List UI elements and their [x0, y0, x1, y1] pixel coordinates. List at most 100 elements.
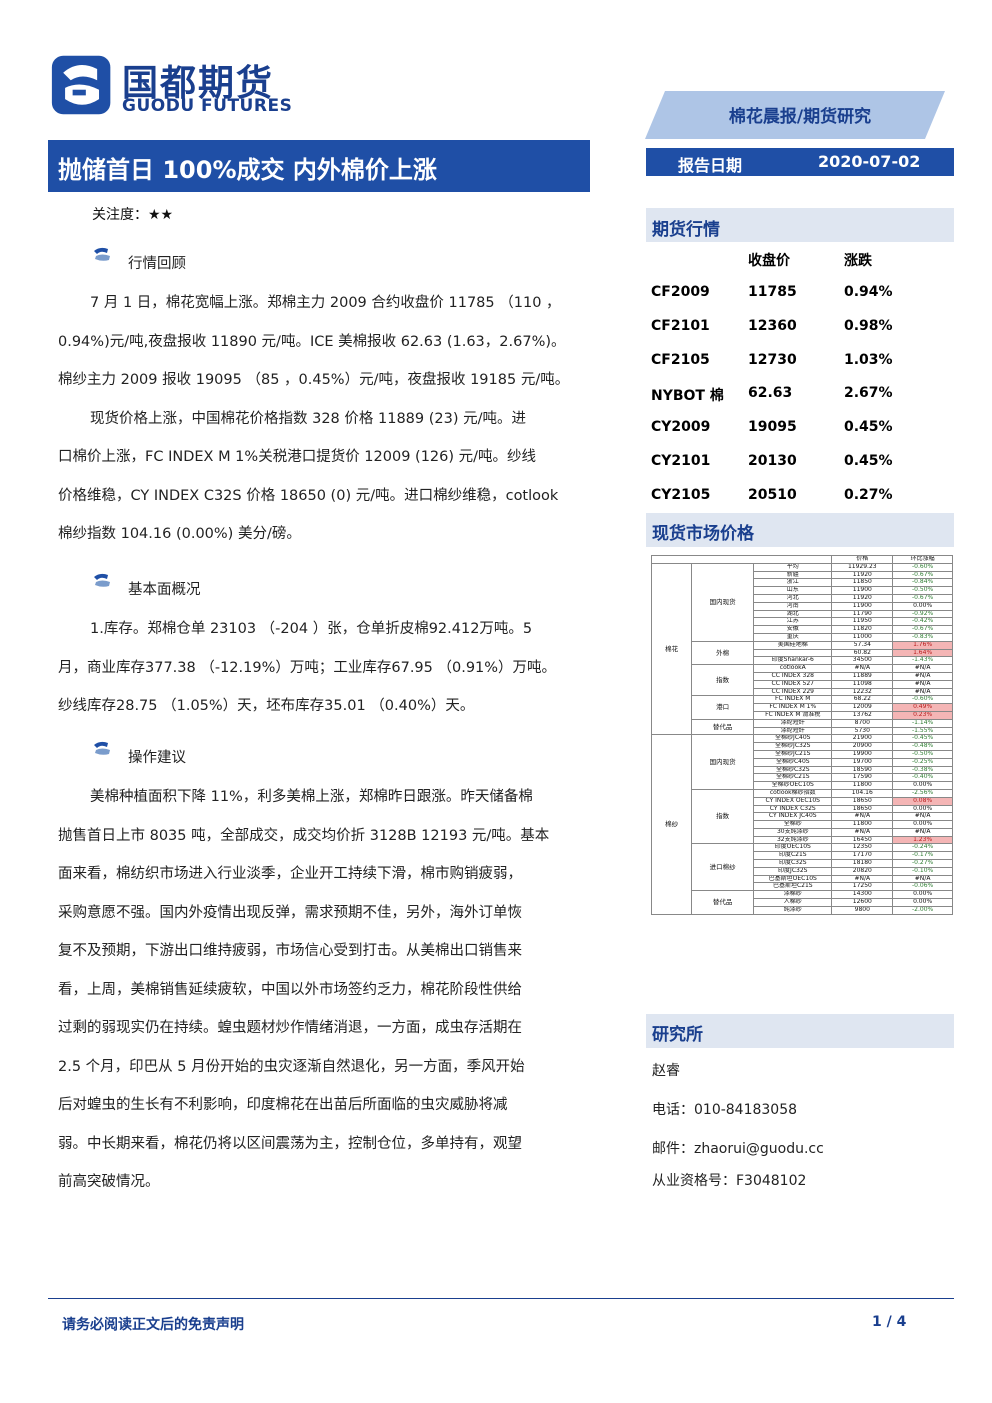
- spot-price: 11889: [831, 671, 894, 681]
- text-line: 前高突破情况。: [58, 1174, 160, 1190]
- spot-change: -1.43%: [892, 656, 953, 666]
- logo-en-text: GUODU FUTURES: [122, 96, 293, 116]
- header-blank: [650, 555, 833, 564]
- analyst-email[interactable]: 邮件：zhaorui@guodu.cc: [652, 1141, 824, 1157]
- spot-price: 9800: [831, 905, 894, 915]
- page-title: 抛储首日 100%成交 内外棉价上涨: [58, 156, 437, 184]
- futures-contract: CY2105: [651, 486, 711, 503]
- spot-price: 18650: [831, 796, 894, 806]
- report-type-banner: [645, 91, 945, 139]
- spot-item: 安徽: [753, 625, 833, 634]
- spot-price: 8700: [831, 718, 894, 728]
- spot-change: -0.10%: [892, 866, 953, 876]
- spot-subgroup: 国内现货: [691, 734, 755, 790]
- text-line: 2.5 个月，印巴从 5 月份开始的虫灾逐渐自然退化，另一方面，季风开始: [58, 1058, 525, 1075]
- futures-contract: CF2009: [651, 284, 710, 300]
- spot-item: CC INDEX 229: [753, 687, 833, 697]
- spot-change: -0.27%: [892, 859, 953, 868]
- spot-price: 11950: [831, 617, 894, 627]
- futures-contract: CF2105: [651, 351, 710, 368]
- text-line: 价格维稳，CY INDEX C32S 价格 18650 (0) 元/吨。进口棉纱…: [58, 487, 559, 504]
- spot-price: 19900: [831, 749, 894, 759]
- spot-item: 平均: [753, 562, 833, 572]
- spot-change: -1.14%: [892, 718, 953, 728]
- spot-change: -0.60%: [892, 695, 953, 705]
- spot-change: -0.24%: [892, 843, 953, 853]
- text-line: 弱。中长期来看，棉花仍将以区间震荡为主，控制仓位，多单持有，观望: [58, 1135, 522, 1152]
- spot-item: 涤纶短纤: [753, 718, 833, 728]
- spot-item: 浙江: [753, 578, 833, 588]
- futures-change: 0.98%: [844, 317, 893, 334]
- futures-contract: CY2101: [651, 453, 711, 469]
- research-section-header: [646, 1014, 954, 1048]
- spot-change: -0.42%: [892, 617, 953, 627]
- spot-change: 1.64%: [892, 648, 953, 658]
- text-line: 月，商业库存377.38 （-12.19%）万吨；工业库存67.95 （0.91…: [58, 659, 557, 676]
- spot-price: 13762: [831, 710, 894, 720]
- futures-close: 20130: [748, 453, 797, 469]
- spot-price: 17170: [831, 851, 894, 861]
- spot-change: #N/A: [892, 671, 953, 681]
- spot-price: 12009: [831, 703, 894, 712]
- spot-item: cotlook棉纱指数: [753, 788, 833, 798]
- futures-contract: CY2009: [651, 419, 711, 436]
- spot-price: #N/A: [831, 827, 894, 837]
- spot-price: 18180: [831, 859, 894, 868]
- spot-price: 11098: [831, 679, 894, 689]
- futures-col-change: 涨跌: [844, 253, 872, 269]
- spot-item: 巴基斯坦C21S: [753, 882, 833, 892]
- spot-change: -0.92%: [892, 609, 953, 619]
- research-heading: 研究所: [652, 1025, 703, 1045]
- futures-contract: NYBOT 棉: [651, 388, 724, 405]
- spot-subgroup: 指数: [691, 664, 755, 697]
- spot-price: 11929.23: [831, 562, 894, 572]
- spot-change: #N/A: [892, 679, 953, 689]
- spot-price: 12350: [831, 843, 894, 853]
- spot-change: 1.23%: [892, 835, 953, 845]
- spot-change: -2.56%: [892, 788, 953, 798]
- spot-price: 11790: [831, 609, 894, 619]
- futures-change: 0.27%: [844, 486, 893, 503]
- spot-item: 全棉纱C40S: [753, 757, 833, 767]
- spot-change: -0.25%: [892, 757, 953, 767]
- spot-item: 全棉纱JC32S: [753, 742, 833, 751]
- futures-heading: 期货行情: [652, 220, 720, 240]
- spot-price: 11900: [831, 586, 894, 595]
- text-line: 7 月 1 日，棉花宽幅上涨。郑棉主力 2009 合约收盘价 11785 （11…: [90, 295, 561, 311]
- spot-change: 0.00%: [892, 804, 953, 814]
- text-line: 抛售首日上市 8035 吨，全部成交，成交均价折 3128B 12193 元/吨…: [58, 827, 550, 844]
- spot-item: 涤纶短纤: [753, 726, 833, 736]
- spot-change: -1.55%: [892, 726, 953, 736]
- disclaimer-link[interactable]: 请务必阅读正文后的免责声明: [62, 1317, 244, 1333]
- text-line: 棉纱主力 2009 报收 19095 （85 ，0.45%）元/吨，夜盘报收 1…: [58, 372, 570, 388]
- spot-item: 美国硅地棉: [753, 640, 833, 650]
- spot-price: 57.34: [831, 640, 894, 650]
- attention-rating: 关注度：★★: [92, 207, 174, 223]
- spot-item: 全棉纱OEC10S: [753, 781, 833, 790]
- spot-subgroup: 外棉: [691, 640, 755, 666]
- spot-price: 60.82: [831, 648, 894, 658]
- analyst-license: 从业资格号：F3048102: [652, 1173, 807, 1189]
- section-icon: [94, 247, 110, 261]
- spot-item: 河南: [753, 601, 833, 611]
- spot-item: CC INDEX 527: [753, 679, 833, 689]
- spot-price: 11900: [831, 601, 894, 611]
- section-title-market-review: 行情回顾: [128, 256, 186, 272]
- spot-change: -0.84%: [892, 578, 953, 588]
- spot-price: 20820: [831, 866, 894, 876]
- report-date-label: 报告日期: [678, 156, 743, 175]
- spot-change: 1.76%: [892, 640, 953, 650]
- spot-price: #N/A: [831, 874, 894, 884]
- spot-price: 11800: [831, 820, 894, 829]
- logo-cn-text: 国都期货: [122, 63, 275, 104]
- futures-change: 2.67%: [844, 385, 893, 402]
- spot-change: 0.23%: [892, 710, 953, 720]
- spot-subgroup: 国内现货: [691, 562, 755, 642]
- spot-change: #N/A: [892, 812, 953, 822]
